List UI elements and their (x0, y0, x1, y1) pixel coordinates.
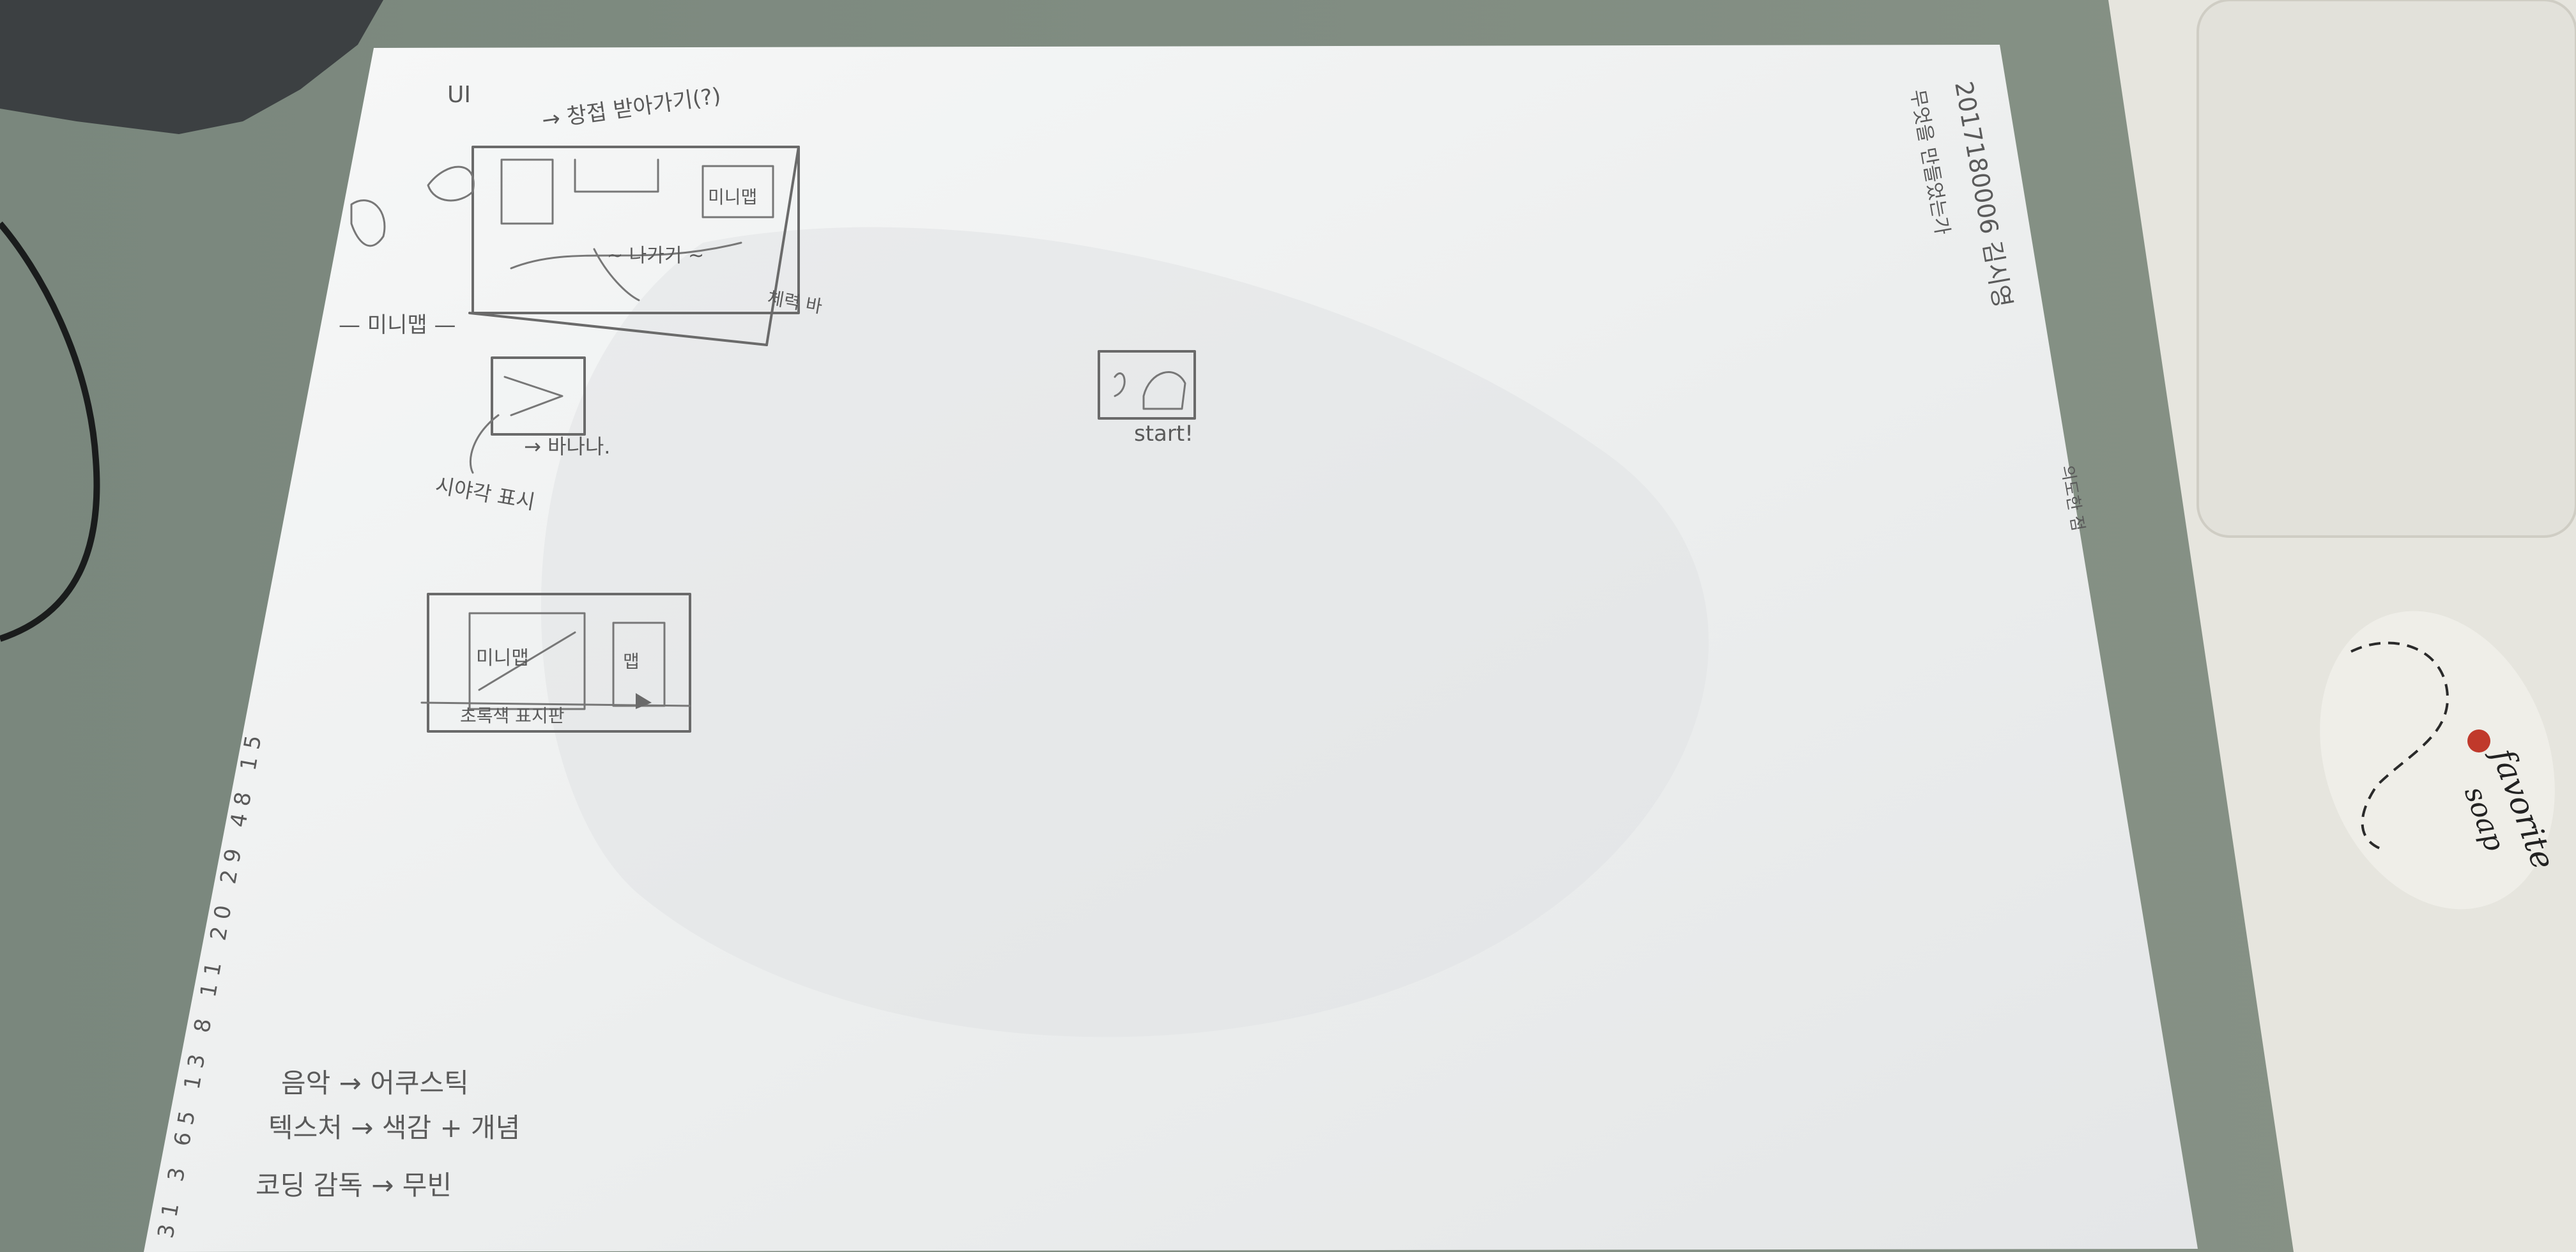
start-sketch (1098, 350, 1196, 420)
sketch-label-bottom-curve: ~ 나가기 ~ (607, 245, 704, 267)
sketch-label-lower-box: 미니맵 (476, 647, 529, 669)
laptop-trackpad (2196, 0, 2576, 538)
start-label: start! (1134, 421, 1193, 447)
sketch-label-middle: → 바나나. (524, 434, 610, 459)
sketch-label-minimap-box: 미니맵 (708, 187, 757, 208)
sketch-label-lower-small: 맵 (623, 651, 640, 672)
cable (0, 221, 100, 642)
ui-sketch-middle (469, 356, 586, 474)
sketch-label-minimap-left: — 미니맵 — (339, 312, 456, 338)
ui-sketch-lower (420, 593, 691, 733)
favorite-soap-sticker: favorite soap (2320, 611, 2562, 910)
note-line-2: 텍스처 → 색감 + 개념 (268, 1112, 520, 1143)
note-line-3: 코딩 감독 → 무빈 (256, 1170, 452, 1201)
sketch-label-lower-bottom: 초록색 표지판 (460, 705, 564, 726)
hand-shadow (540, 227, 1709, 1037)
ui-sketch-top (350, 146, 800, 346)
dark-cloth (0, 0, 383, 134)
note-line-1: 음악 → 어쿠스틱 (281, 1067, 469, 1099)
sketch-label-ui: UI (447, 82, 471, 108)
